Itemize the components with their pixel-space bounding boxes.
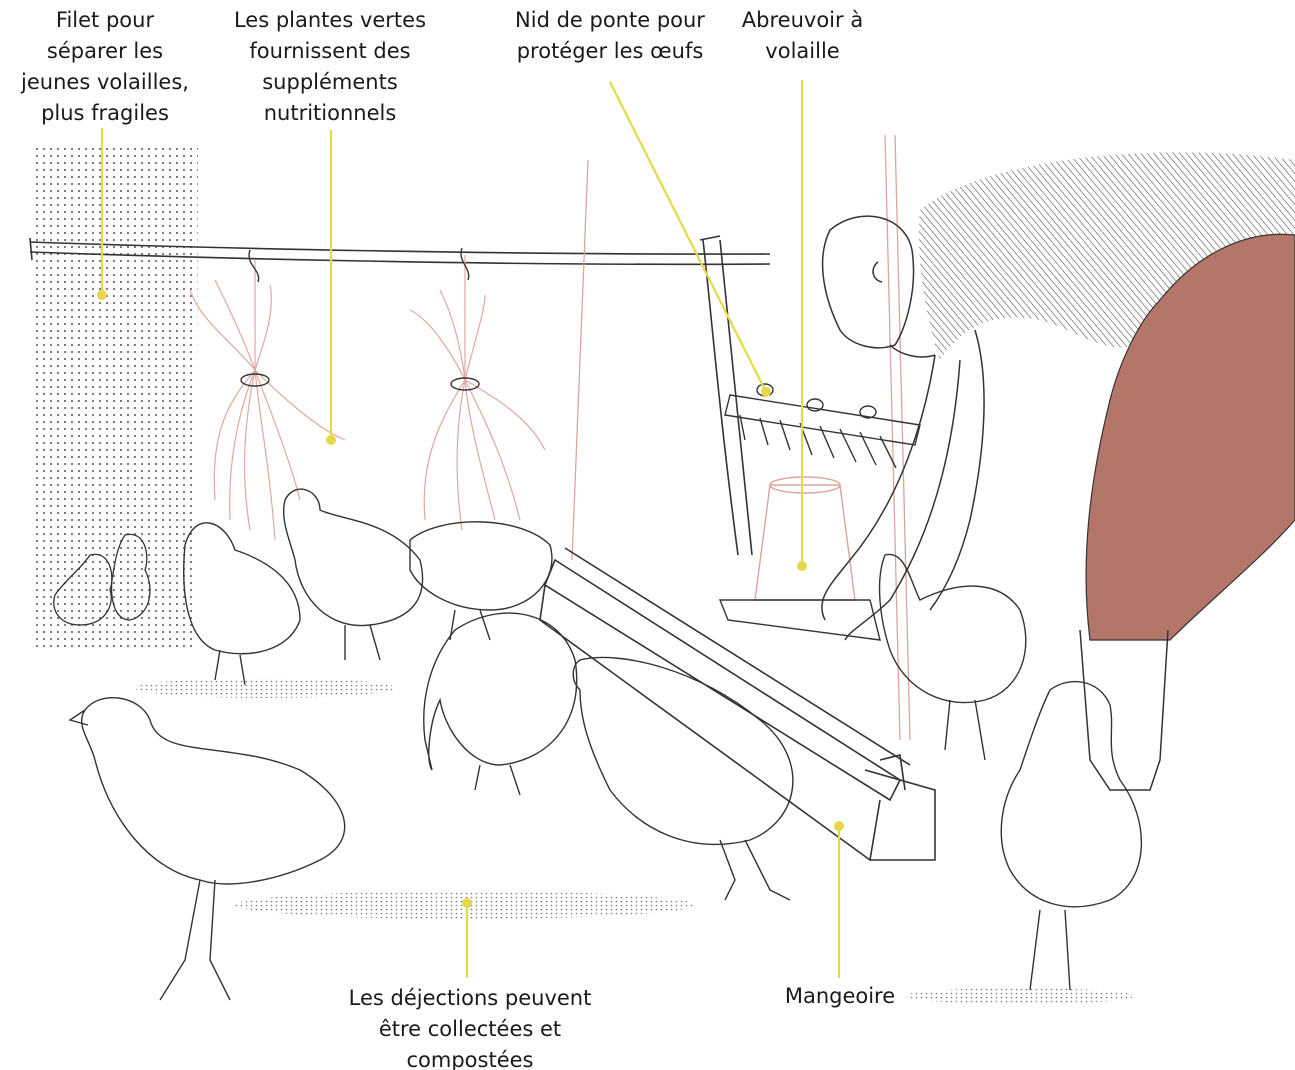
chicken-center xyxy=(573,658,793,901)
callout-waterer: Abreuvoir à volaille xyxy=(730,5,875,67)
chicken-pecking xyxy=(424,613,577,795)
farmer-boots xyxy=(1080,630,1168,790)
chicken-back-3 xyxy=(410,522,552,640)
floor-droppings xyxy=(135,678,1135,1004)
chicken-back-1 xyxy=(184,523,300,685)
farmer-head xyxy=(823,216,935,357)
support-posts xyxy=(572,135,910,740)
netting-panel xyxy=(32,145,198,652)
callout-feeder: Mangeoire xyxy=(770,981,910,1012)
greens-bundle-right xyxy=(410,255,545,530)
nest-post xyxy=(700,236,752,555)
callout-greens: Les plantes vertes fournissent des suppl… xyxy=(205,5,455,129)
chicken-right-back xyxy=(880,554,1026,760)
nest-box xyxy=(725,384,920,468)
chicken-foreground-left xyxy=(70,698,345,1000)
waterer-base xyxy=(720,600,880,640)
callout-net: Filet pour séparer les jeunes volailles,… xyxy=(0,5,210,129)
greens-bundle-left xyxy=(190,260,345,540)
feeder-trough xyxy=(540,548,935,860)
chicken-right-front xyxy=(1001,682,1141,990)
callout-droppings: Les déjections peuvent être collectées e… xyxy=(300,983,640,1070)
farmer-arms xyxy=(822,330,984,640)
chicken-back-2 xyxy=(284,489,423,660)
callout-nest-box: Nid de ponte pour protéger les œufs xyxy=(490,5,730,67)
bundle-ties xyxy=(241,248,479,390)
poultry-waterer xyxy=(755,477,855,600)
